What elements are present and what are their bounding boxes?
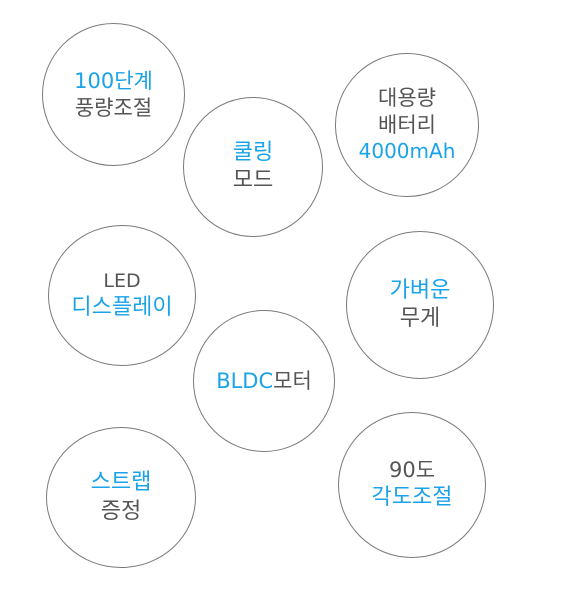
feature-airflow-circle: 100단계 풍량조절 bbox=[42, 23, 185, 166]
feature-battery-line1: 대용량 bbox=[378, 86, 436, 111]
feature-weight-line1: 가벼운 bbox=[389, 277, 451, 303]
feature-airflow-line2: 풍량조절 bbox=[74, 95, 153, 120]
feature-display-line1: LED bbox=[103, 270, 141, 293]
feature-battery-line2: 배터리 bbox=[378, 113, 436, 138]
feature-strap-line1: 스트랩 bbox=[90, 470, 152, 496]
feature-angle-line2: 각도조절 bbox=[371, 485, 453, 511]
feature-angle-circle: 90도 각도조절 bbox=[338, 412, 486, 558]
feature-motor-part1: BLDC bbox=[216, 368, 274, 393]
feature-motor-label: BLDC모터 bbox=[216, 368, 312, 395]
feature-motor-part2: 모터 bbox=[273, 368, 312, 393]
feature-cooling-line2: 모드 bbox=[232, 168, 274, 193]
feature-battery-circle: 대용량 배터리 4000mAh bbox=[335, 53, 479, 197]
feature-strap-circle: 스트랩 증정 bbox=[46, 427, 196, 568]
feature-weight-line2: 무게 bbox=[399, 306, 441, 331]
feature-airflow-line1: 100단계 bbox=[74, 68, 153, 93]
feature-battery-line3: 4000mAh bbox=[358, 139, 456, 164]
feature-strap-line2: 증정 bbox=[100, 498, 142, 524]
feature-cooling-line1: 쿨링 bbox=[232, 139, 274, 165]
feature-cooling-circle: 쿨링 모드 bbox=[183, 97, 323, 237]
feature-weight-circle: 가벼운 무게 bbox=[346, 231, 494, 379]
feature-motor-circle: BLDC모터 bbox=[193, 310, 335, 452]
feature-display-line2: 디스플레이 bbox=[71, 294, 173, 320]
feature-display-circle: LED 디스플레이 bbox=[48, 225, 196, 366]
feature-angle-line1: 90도 bbox=[388, 458, 436, 483]
